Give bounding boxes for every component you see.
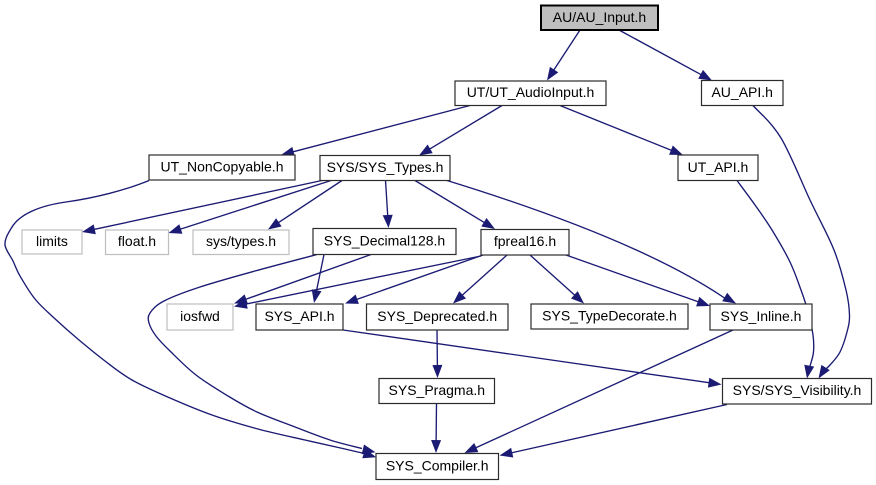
svg-text:UT_API.h: UT_API.h [688,159,749,175]
svg-text:SYS/SYS_Visibility.h: SYS/SYS_Visibility.h [733,382,862,398]
svg-text:limits: limits [36,233,68,249]
svg-text:SYS_Pragma.h: SYS_Pragma.h [389,382,486,398]
svg-text:UT_NonCopyable.h: UT_NonCopyable.h [161,159,284,175]
svg-text:SYS/SYS_Types.h: SYS/SYS_Types.h [327,159,444,175]
svg-text:UT/UT_AudioInput.h: UT/UT_AudioInput.h [467,84,595,100]
svg-text:fpreal16.h: fpreal16.h [494,233,556,249]
svg-text:SYS_Deprecated.h: SYS_Deprecated.h [377,308,497,324]
svg-text:AU_API.h: AU_API.h [711,84,772,100]
svg-text:SYS_TypeDecorate.h: SYS_TypeDecorate.h [542,308,677,324]
svg-text:float.h: float.h [118,233,156,249]
svg-text:SYS_API.h: SYS_API.h [264,308,334,324]
svg-text:SYS_Compiler.h: SYS_Compiler.h [386,458,489,474]
svg-text:AU/AU_Input.h: AU/AU_Input.h [553,9,646,25]
svg-text:SYS_Inline.h: SYS_Inline.h [721,308,802,324]
svg-text:sys/types.h: sys/types.h [206,233,276,249]
svg-text:iosfwd: iosfwd [180,308,220,324]
svg-text:SYS_Decimal128.h: SYS_Decimal128.h [324,233,445,249]
